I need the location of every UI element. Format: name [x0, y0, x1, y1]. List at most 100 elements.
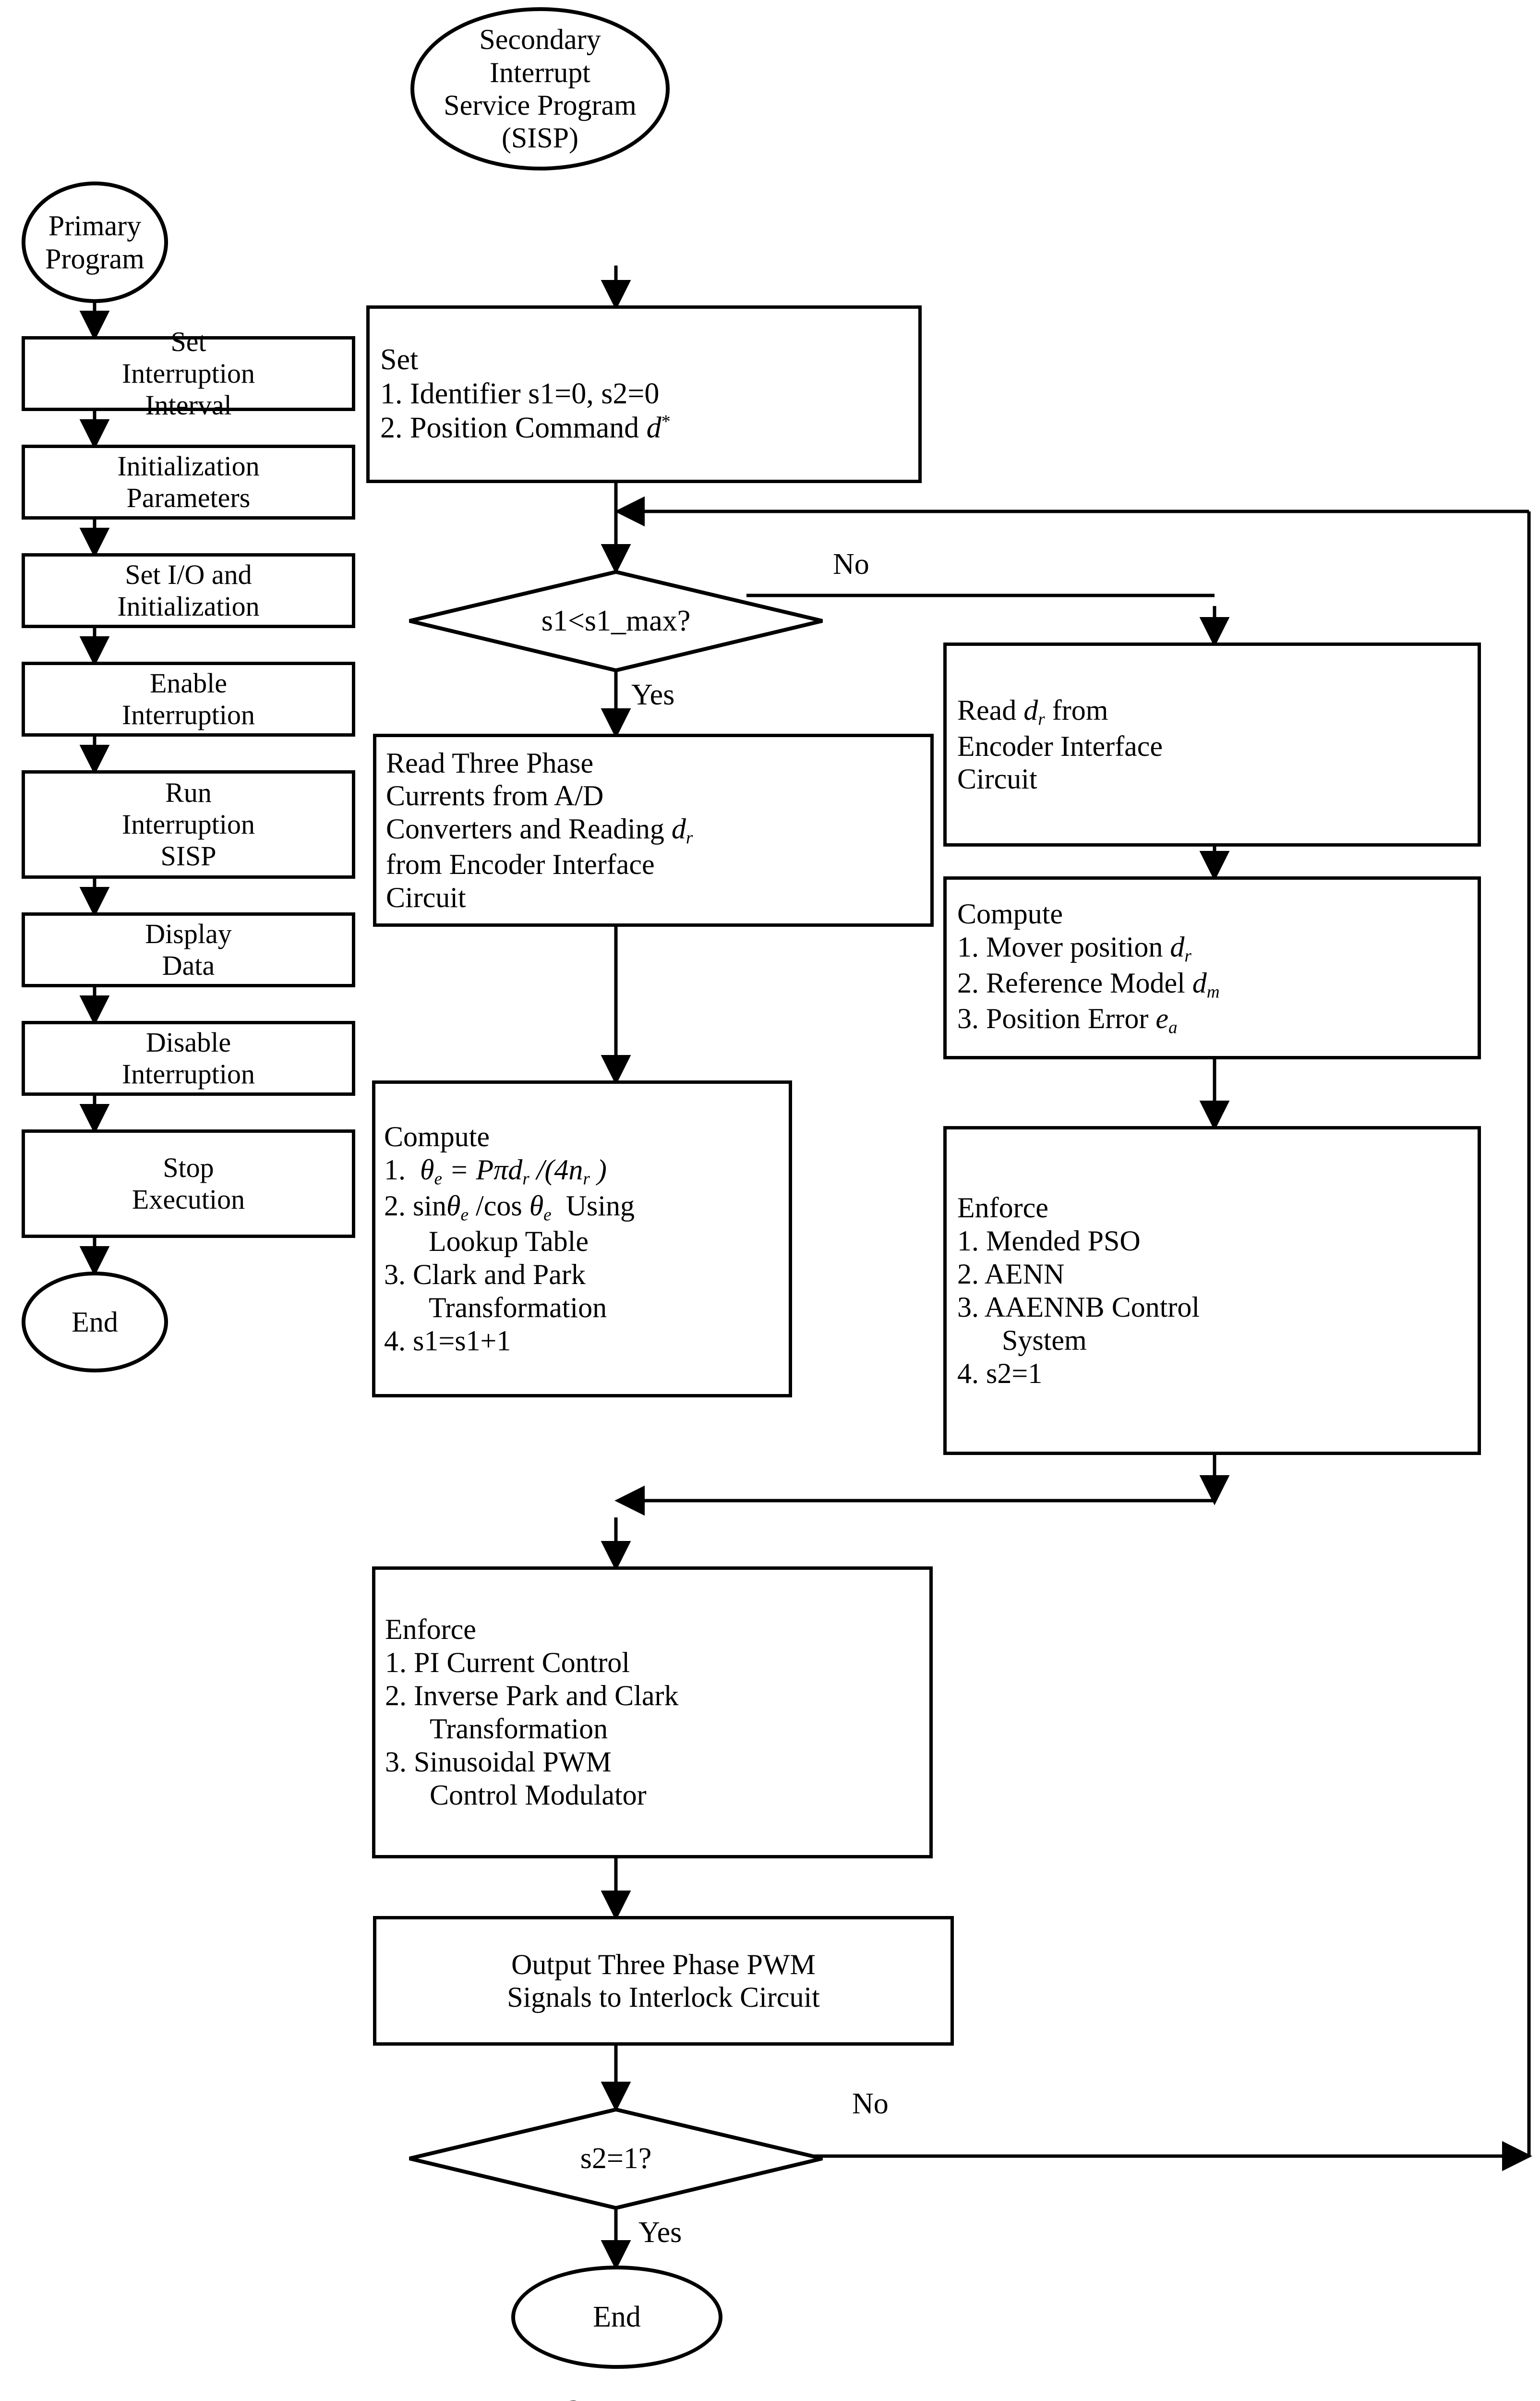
item-text: Sinusoidal PWM [414, 1746, 612, 1778]
sisp-enforce-box: Enforce 1. PI Current Control 2. Inverse… [372, 1566, 933, 1858]
step-label: Enable Interruption [121, 667, 255, 730]
item-number: 2. [957, 1258, 979, 1290]
item-number: 4. [384, 1324, 406, 1357]
primary-step-enable-interruption: Enable Interruption [22, 662, 355, 737]
step-label: Initialization Parameters [117, 450, 260, 513]
item-text: s1=s1+1 [413, 1324, 511, 1357]
compute-item-3: 3. Clark and Park [384, 1258, 586, 1291]
read-dr-prefix: Read [957, 694, 1017, 726]
step-label: Set I/O and Initialization [117, 558, 260, 622]
item-text: AENN [984, 1258, 1065, 1290]
item-number: 1. [384, 1154, 406, 1186]
symbol-subscript-r: r [686, 828, 693, 848]
item-number: 3. [957, 1003, 979, 1035]
primary-program-start-oval: Primary Program [22, 182, 168, 303]
symbol-d: d [646, 412, 662, 445]
item-text: s2=1 [986, 1357, 1043, 1389]
item-text: AAENNB Control [984, 1291, 1200, 1323]
item-number: 1. [385, 1647, 407, 1678]
enforce-item-1: 1. PI Current Control [385, 1646, 630, 1679]
item-number: 3. [957, 1291, 979, 1323]
decision-s1-yes-label: Yes [631, 679, 675, 711]
symbol-d: d [1192, 967, 1207, 999]
cycle-time-label: 2 ms [565, 2394, 619, 2401]
decision-s1-no-label: No [833, 548, 869, 581]
read-currents-text: Read Three Phase Currents from A/D Conve… [386, 747, 693, 914]
symbol-d: d [671, 812, 686, 845]
primary-program-end-label: End [72, 1306, 118, 1338]
primary-step-run-interruption-sisp: Run Interruption SISP [22, 770, 355, 879]
set-box-item-2: 2. Position Command d* [380, 411, 671, 445]
item-number: 2. [380, 412, 403, 445]
decision-s1-less-than-s1max [407, 570, 825, 673]
symbol-subscript-m: m [1206, 982, 1220, 1002]
sisp-output-pwm-box: Output Three Phase PWM Signals to Interl… [373, 1916, 954, 2046]
read-currents-tail: from Encoder Interface Circuit [386, 849, 655, 913]
compute-item-4: 4. s1=s1+1 [384, 1324, 511, 1358]
primary-step-disable-interruption: Disable Interruption [22, 1021, 355, 1096]
item-number: 3. [385, 1746, 407, 1778]
primary-program-end-oval: End [22, 1272, 168, 1372]
formula-theta-e: θe = Pπdr /(4nr ) [413, 1154, 607, 1189]
compute-item-1: 1. θe = Pπdr /(4nr ) [384, 1153, 607, 1189]
item-number: 1. [380, 377, 403, 411]
compute-item-3-cont: Transformation [429, 1291, 607, 1323]
step-label: Run Interruption SISP [121, 776, 255, 872]
sisp-end-oval: End [511, 2266, 722, 2369]
primary-step-set-io-and-initialization: Set I/O and Initialization [22, 553, 355, 628]
decision-s2-label: s2=1? [580, 2142, 652, 2175]
sisp-end-label: End [593, 2301, 641, 2334]
symbol-e: e [1155, 1003, 1168, 1035]
decision-s2-yes-label: Yes [638, 2216, 682, 2249]
primary-program-start-label: Primary Program [45, 210, 144, 275]
enforce-item-3: 3. Sinusoidal PWM [385, 1746, 612, 1779]
sisp-read-three-phase-currents-box: Read Three Phase Currents from A/D Conve… [373, 734, 934, 927]
read-dr-suffix: from Encoder Interface Circuit [957, 694, 1163, 795]
item-text: Position Command [410, 412, 639, 445]
symbol-subscript-r: r [1038, 709, 1045, 729]
outer-compute-header: Compute [957, 898, 1063, 930]
compute-item-2: 2. sinθe /cos θe Using [384, 1189, 635, 1225]
primary-step-initialization-parameters: Initialization Parameters [22, 445, 355, 520]
primary-step-display-data: Display Data [22, 912, 355, 987]
outer-compute-item-1: 1. Mover position dr [957, 931, 1191, 966]
item-text: Reference Model [986, 967, 1185, 999]
decision-s2-equals-1 [407, 2107, 825, 2210]
step-label: Disable Interruption [121, 1026, 255, 1090]
outer-read-dr-box: Read dr from Encoder Interface Circuit [943, 643, 1481, 847]
item-number: 2. [384, 1189, 406, 1222]
item-number: 4. [957, 1357, 979, 1389]
decision-s1-label-wrap: s1<s1_max? [407, 570, 825, 673]
enforce-item-2-cont: Transformation [430, 1713, 608, 1745]
symbol-subscript-r: r [1184, 946, 1191, 966]
outer-enforce-item-3-cont: System [1002, 1324, 1087, 1356]
step-label: Stop Execution [132, 1152, 245, 1215]
sisp-start-label: Secondary Interrupt Service Program (SIS… [444, 24, 637, 154]
item-number: 2. [957, 967, 979, 999]
compute-box-header: Compute [384, 1121, 490, 1153]
enforce-item-3-cont: Control Modulator [430, 1779, 647, 1811]
primary-step-stop-execution: Stop Execution [22, 1129, 355, 1238]
compute-item-2-cont: Lookup Table [429, 1225, 589, 1257]
outer-enforce-item-3: 3. AAENNB Control [957, 1291, 1200, 1324]
primary-step-set-interruption-interval: Set Interruption Interval [22, 326, 355, 421]
symbol-superscript-star: * [661, 412, 671, 432]
decision-s1-label: s1<s1_max? [541, 605, 691, 637]
symbol-d: d [1023, 694, 1038, 726]
item-text: PI Current Control [414, 1647, 630, 1678]
symbol-subscript-a: a [1168, 1018, 1178, 1038]
sisp-start-oval: Secondary Interrupt Service Program (SIS… [410, 7, 670, 170]
item-text: Identifier s1=0, s2=0 [410, 377, 660, 411]
outer-enforce-item-2: 2. AENN [957, 1258, 1064, 1291]
read-dr-text: Read dr from Encoder Interface Circuit [957, 694, 1163, 796]
enforce-item-2: 2. Inverse Park and Clark [385, 1679, 678, 1712]
outer-enforce-item-1: 1. Mended PSO [957, 1225, 1141, 1258]
item-text: Position Error [986, 1003, 1149, 1035]
outer-enforce-item-4: 4. s2=1 [957, 1357, 1042, 1390]
output-pwm-label: Output Three Phase PWM Signals to Interl… [507, 1948, 820, 2013]
item-text: Clark and Park [413, 1258, 586, 1290]
outer-compute-item-3: 3. Position Error ea [957, 1002, 1178, 1038]
item-text: Mended PSO [986, 1225, 1141, 1257]
step-label: Display Data [145, 918, 232, 981]
